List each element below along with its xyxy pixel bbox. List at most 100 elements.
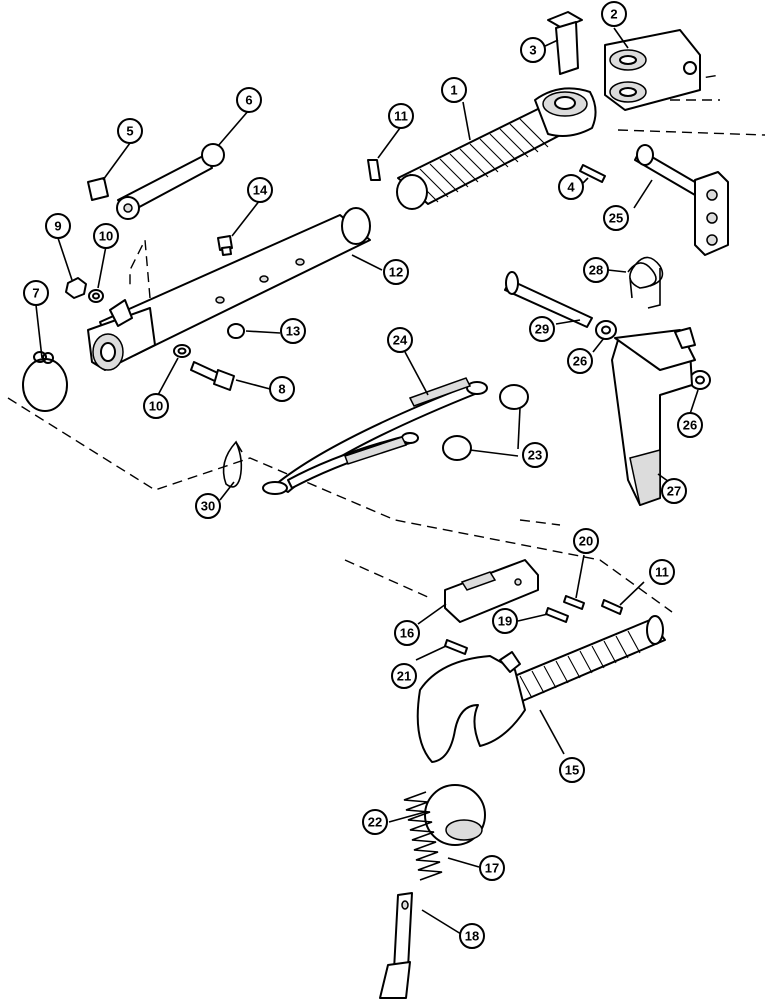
- callout-6: 6: [236, 87, 262, 113]
- callout-7: 7: [23, 280, 49, 306]
- callout-22: 22: [362, 809, 388, 835]
- part-19-pin: [545, 607, 569, 623]
- part-27-latch-plate: [611, 327, 696, 506]
- part-30-spring-clip: [222, 440, 243, 488]
- callout-21-label: 21: [397, 669, 411, 684]
- callout-18-label: 18: [465, 929, 479, 944]
- part-8-bolt: [190, 361, 235, 391]
- callout-25-label: 25: [609, 211, 623, 226]
- part-28-torsion-spring: [627, 256, 664, 309]
- part-21-pin: [444, 639, 468, 655]
- part-9-nut: [65, 277, 87, 299]
- callout-26-right-label: 26: [683, 418, 697, 433]
- callout-9: 9: [45, 213, 71, 239]
- callout-3-label: 3: [529, 43, 536, 58]
- callout-20: 20: [573, 528, 599, 554]
- callout-10-lower: 10: [143, 393, 169, 419]
- callout-29: 29: [529, 316, 555, 342]
- callout-25: 25: [603, 205, 629, 231]
- callout-28: 28: [583, 257, 609, 283]
- callout-30-label: 30: [201, 499, 215, 514]
- callout-19: 19: [492, 608, 518, 634]
- part-6-handle-lever: [116, 143, 225, 220]
- callout-20-label: 20: [579, 534, 593, 549]
- callout-29-label: 29: [535, 322, 549, 337]
- callout-11-upper: 11: [388, 103, 414, 129]
- callout-2-label: 2: [610, 7, 617, 22]
- callout-8: 8: [269, 376, 295, 402]
- callout-10-lower-label: 10: [149, 399, 163, 414]
- leader-lines: [35, 27, 699, 935]
- callout-17: 17: [479, 855, 505, 881]
- part-26-washer-right: [689, 370, 711, 390]
- callout-5-label: 5: [126, 124, 133, 139]
- part-18-release-rod: [379, 892, 413, 999]
- callout-10-upper: 10: [93, 223, 119, 249]
- callout-8-label: 8: [278, 382, 285, 397]
- callout-13-label: 13: [286, 324, 300, 339]
- part-3-square-head-pin: [547, 11, 583, 75]
- callout-15: 15: [559, 757, 585, 783]
- callout-23-label: 23: [528, 448, 542, 463]
- part-13-plug: [227, 323, 245, 339]
- part-23-circlips: [442, 384, 529, 461]
- callout-9-label: 9: [54, 219, 61, 234]
- callout-5: 5: [117, 118, 143, 144]
- callout-27-label: 27: [667, 484, 681, 499]
- part-15-hook-body: [416, 615, 666, 763]
- callout-27: 27: [661, 478, 687, 504]
- part-26-washer-left: [595, 320, 617, 340]
- callout-23: 23: [522, 442, 548, 468]
- callout-26-right: 26: [677, 412, 703, 438]
- part-10-washer-upper: [88, 289, 104, 303]
- part-5-small-bush: [87, 177, 109, 201]
- callout-18: 18: [459, 923, 485, 949]
- callout-22-label: 22: [368, 815, 382, 830]
- callout-1: 1: [441, 77, 467, 103]
- part-4-small-pin: [579, 164, 606, 183]
- part-11-roll-pin-upper: [367, 159, 381, 181]
- callout-19-label: 19: [498, 614, 512, 629]
- part-20-pin: [563, 595, 585, 610]
- part-12-main-tube: [87, 207, 371, 371]
- part-11-roll-pin-lower: [601, 599, 623, 615]
- part-22-ball: [424, 784, 486, 846]
- callout-28-label: 28: [589, 263, 603, 278]
- callout-12-label: 12: [389, 265, 403, 280]
- callout-10-upper-label: 10: [99, 229, 113, 244]
- callout-14-label: 14: [253, 183, 268, 198]
- part-16-latch-block: [444, 559, 539, 623]
- callout-26-left: 26: [567, 348, 593, 374]
- callout-12: 12: [383, 259, 409, 285]
- callout-15-label: 15: [565, 763, 579, 778]
- part-2-clevis-block: [604, 29, 701, 111]
- part-17-spring: [403, 791, 443, 881]
- callout-16: 16: [394, 620, 420, 646]
- callout-24: 24: [387, 327, 413, 353]
- callout-11-upper-label: 11: [394, 109, 408, 124]
- callout-30: 30: [195, 493, 221, 519]
- callout-6-label: 6: [245, 93, 252, 108]
- callout-7-label: 7: [32, 286, 39, 301]
- part-1-threaded-eye-rod: [396, 87, 597, 210]
- callout-17-label: 17: [485, 861, 499, 876]
- assembly-guide-lines: [7, 74, 766, 613]
- callout-14: 14: [247, 177, 273, 203]
- callout-11-lower: 11: [649, 559, 675, 585]
- callout-2: 2: [601, 1, 627, 27]
- part-29-headed-pin: [504, 271, 593, 328]
- callout-21: 21: [391, 663, 417, 689]
- part-10-washer-lower: [173, 344, 191, 358]
- callout-1-label: 1: [450, 83, 457, 98]
- part-14-grease-nipple: [217, 235, 233, 256]
- part-7-retaining-ring: [22, 351, 68, 412]
- callout-26-left-label: 26: [573, 354, 587, 369]
- callout-24-label: 24: [393, 333, 408, 348]
- callout-4: 4: [558, 174, 584, 200]
- callout-16-label: 16: [400, 626, 414, 641]
- part-25-pin-with-plate: [634, 144, 729, 256]
- part-24-cable-assembly: [262, 377, 488, 495]
- callout-11-lower-label: 11: [655, 565, 669, 580]
- callout-4-label: 4: [567, 180, 575, 195]
